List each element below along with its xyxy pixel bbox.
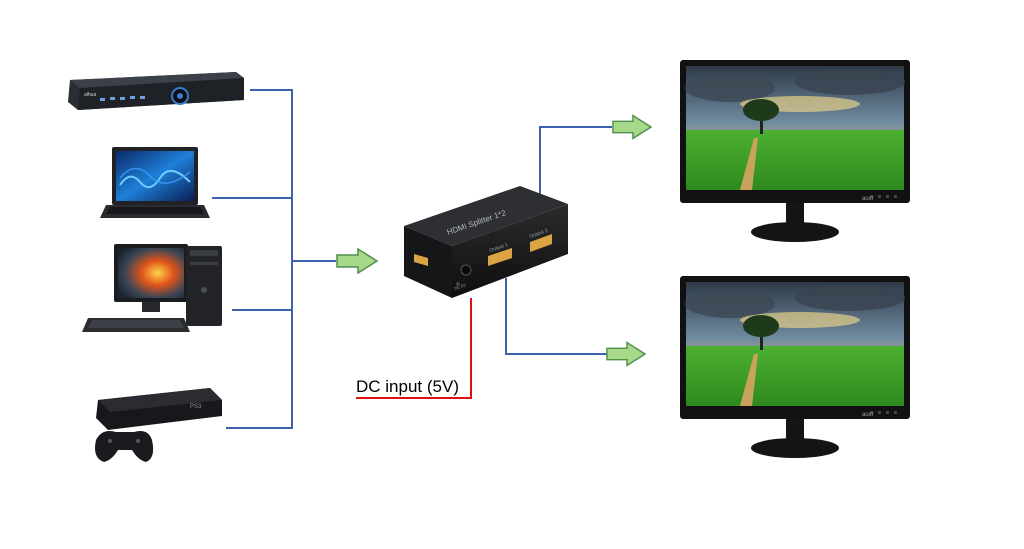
dc-port-icon: [460, 264, 472, 276]
monitor-bottom: acer: [680, 276, 910, 458]
dc-port-label: DC 5V: [454, 282, 467, 291]
monitor-brand-label: acer: [862, 196, 874, 202]
hdmi-output1-port-icon: [488, 248, 512, 266]
dvr-brand-label: alhua: [84, 92, 96, 98]
output-arrow-bottom-icon: [606, 341, 646, 367]
port-output2-label: Output 2: [529, 228, 549, 240]
output-arrow-top-icon: [612, 114, 652, 140]
monitor-top: acer: [680, 60, 910, 242]
desktop-pc-icon: [82, 244, 222, 332]
monitor-brand-label: acer: [862, 412, 874, 418]
hdmi-output2-port-icon: [530, 234, 552, 252]
input-arrow-icon: [336, 248, 378, 274]
console-brand-label: PS3: [190, 404, 202, 410]
laptop-icon: [100, 147, 210, 218]
hdmi-splitter-device: HDMI Splitter 1*2 Output 1 Output 2 DC 5…: [404, 186, 568, 298]
dc-input-label: DC input (5V): [356, 377, 459, 396]
power-line: [356, 298, 472, 399]
hdmi-input-port-icon: [414, 254, 428, 266]
game-console-icon: PS3: [95, 388, 222, 462]
port-output1-label: Output 1: [489, 242, 509, 254]
monitor-icon: [680, 276, 910, 458]
dvr-recorder-icon: alhua: [68, 72, 244, 110]
output-connector-lines: [505, 126, 612, 355]
source-connector-lines: [212, 89, 336, 429]
monitor-icon: [680, 60, 910, 242]
